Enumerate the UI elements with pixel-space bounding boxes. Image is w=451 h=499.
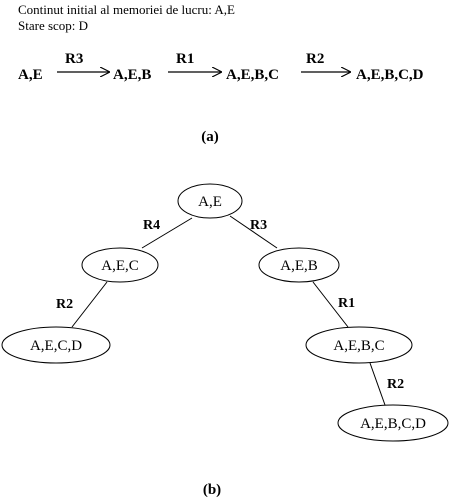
chain-rule-2: R1 [176,51,194,67]
chain-state-2: A,E,B [113,67,151,83]
chain-state-4: A,E,B,C,D [356,67,424,83]
node-label-aebc: A,E,B,C [333,338,384,354]
edge-aeb-aebc [312,281,349,328]
tree-node-aebcd: A,E,B,C,D [337,404,449,442]
goal-state-label: Stare scop: D [18,18,88,33]
node-label-aebcd: A,E,B,C,D [360,416,426,432]
edge-label-r2-left: R2 [56,297,73,312]
caption-b: (b) [203,482,221,498]
tree-node-root: A,E [177,183,243,219]
edge-label-r3: R3 [250,218,267,233]
edge-label-r2-right: R2 [387,377,404,392]
caption-a: (a) [201,129,219,145]
node-label-root: A,E [198,194,222,210]
tree-node-aec: A,E,C [81,247,159,283]
node-label-aec: A,E,C [101,258,139,274]
edge-aebc-aebcd [369,362,386,406]
node-label-aecd: A,E,C,D [30,338,82,354]
edge-root-aeb [229,215,278,249]
tree-node-aebc: A,E,B,C [305,326,413,364]
rule-chain: A,E R3 A,E,B R1 A,E,B,C R2 A,E,B,C,D [18,51,424,83]
tree-node-aecd: A,E,C,D [1,326,111,364]
chain-rule-1: R3 [65,51,83,67]
edge-root-aec [141,217,193,249]
edge-aec-aecd [71,281,108,328]
chain-state-3: A,E,B,C [226,67,279,83]
tree-node-aeb: A,E,B [258,247,340,283]
edge-label-r1: R1 [338,296,355,311]
edge-label-r4: R4 [143,218,160,233]
node-label-aeb: A,E,B [280,258,318,274]
chain-rule-3: R2 [306,51,324,67]
tree-edges [71,215,386,406]
chain-state-1: A,E [18,67,43,83]
initial-memory-label: Continut initial al memoriei de lucru: A… [18,2,235,17]
